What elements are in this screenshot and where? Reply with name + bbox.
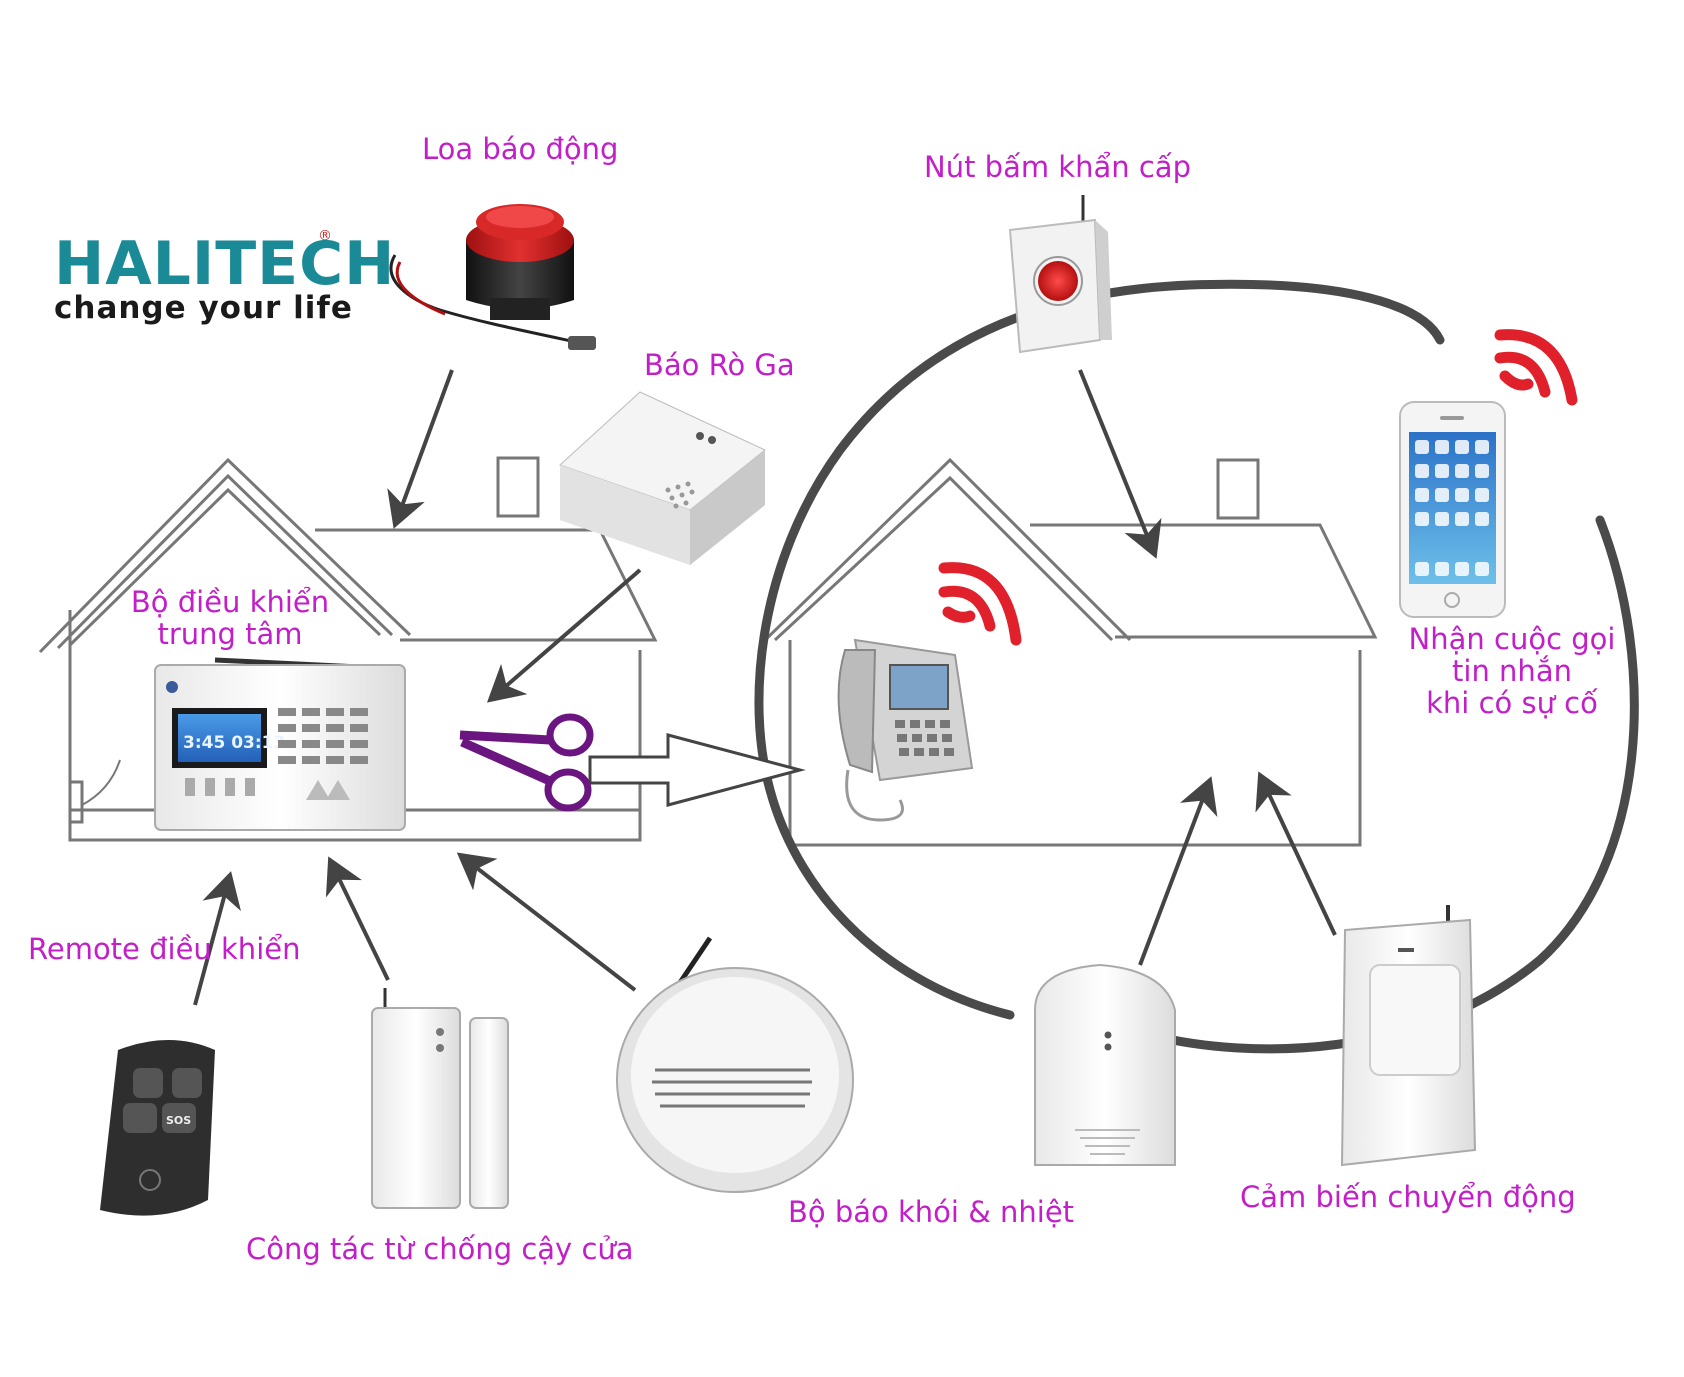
- scissors-icon: [459, 713, 594, 812]
- remote-control-icon: SOS: [100, 1040, 215, 1216]
- brand-logo-name: HALITECH: [54, 229, 396, 299]
- wireless-signal-icon-2: [938, 562, 1022, 646]
- wireless-ring: [754, 279, 1639, 1054]
- motion-sensor-icon: [1340, 905, 1477, 1167]
- glass-break-sensor-icon: [1034, 963, 1176, 1166]
- panel-display: 3:45 03:13: [183, 733, 285, 753]
- arrow-gas: [486, 568, 642, 703]
- wireless-signal-icon: [1494, 329, 1578, 406]
- arrow-motion: [1255, 771, 1337, 936]
- arrow-door: [325, 856, 390, 981]
- label-door-sensor: Công tác từ chống cậy cửa: [246, 1232, 634, 1266]
- label-remote: Remote điều khiển: [28, 932, 301, 966]
- label-smoke-detector: Bộ báo khói & nhiệt: [788, 1195, 1075, 1229]
- panic-button-icon: [1008, 195, 1112, 354]
- arrow-panic: [1078, 369, 1162, 559]
- smartphone-icon: [1399, 401, 1506, 618]
- label-siren: Loa báo động: [422, 132, 619, 166]
- remote-sos-label: SOS: [166, 1114, 191, 1127]
- connection-arrows: [193, 369, 1337, 1006]
- transfer-arrow: [588, 733, 806, 807]
- brand-registered-mark: ®: [318, 228, 332, 244]
- arrow-smoke: [456, 852, 637, 992]
- label-panic-button: Nút bấm khẩn cấp: [924, 150, 1191, 184]
- label-motion-sensor: Cảm biến chuyển động: [1240, 1180, 1576, 1214]
- label-gas-detector: Báo Rò Ga: [644, 348, 795, 382]
- smoke-detector-icon: [616, 936, 854, 1193]
- label-phone-line3: khi có sự cố: [1426, 686, 1598, 720]
- gas-detector-icon: [559, 391, 766, 565]
- arrow-siren: [387, 369, 454, 529]
- label-phone-line2: tin nhắn: [1452, 654, 1572, 688]
- label-control-panel-line1: Bộ điều khiển: [130, 585, 330, 619]
- alarm-control-panel-icon: 3:45 03:13: [154, 657, 406, 831]
- label-phone-line1: Nhận cuộc gọi: [1408, 622, 1616, 656]
- right-house-outline: [758, 457, 1378, 847]
- arrow-glassbreak: [1138, 776, 1218, 966]
- siren-icon: [389, 204, 596, 350]
- arrow-remote: [193, 871, 241, 1006]
- door-sensor-icon: [371, 988, 509, 1209]
- desk-phone-icon: [837, 638, 974, 822]
- brand-tagline: change your life: [54, 290, 353, 326]
- label-control-panel-line2: trung tâm: [157, 617, 303, 651]
